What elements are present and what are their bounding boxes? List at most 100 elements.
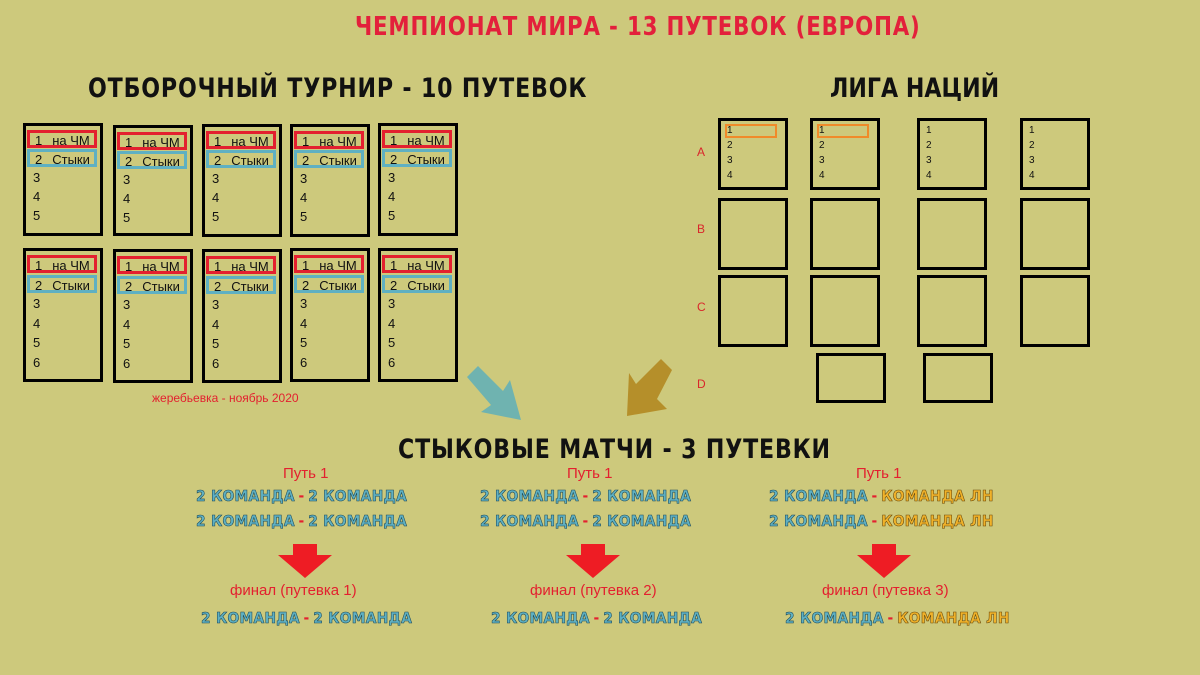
playoff-label: Стыки — [407, 277, 445, 293]
position-number: 5 — [33, 208, 41, 223]
position-number: 3 — [926, 155, 932, 166]
nations-league-group-box — [1020, 198, 1090, 270]
match-line: 2 КОМАНДА-2 КОМАНДА — [196, 512, 408, 531]
direct-label: на ЧМ — [142, 259, 180, 274]
match-line: 2 КОМАНДА-КОМАНДА ЛН — [769, 512, 994, 531]
position-number: 3 — [212, 297, 220, 312]
position-number: 6 — [123, 355, 131, 371]
position-number: 1 — [926, 125, 932, 136]
direct-label: на ЧМ — [231, 259, 269, 274]
position-number: 2 — [302, 277, 310, 293]
position-number: 1 — [302, 258, 310, 273]
nations-league-group-box — [917, 275, 987, 347]
away-team: 2 КОМАНДА — [592, 487, 692, 506]
match-line: 2 КОМАНДА-2 КОМАНДА — [196, 487, 407, 506]
group-winner-slot — [817, 124, 869, 138]
position-number: 1 — [302, 134, 310, 149]
match-line: 2 КОМАНДА-КОМАНДА ЛН — [769, 487, 994, 506]
match-separator: - — [582, 512, 589, 530]
position-number: 5 — [388, 335, 396, 350]
direct-label: на ЧМ — [319, 258, 357, 273]
match-line: 2 КОМАНДА-КОМАНДА ЛН — [785, 609, 1010, 628]
position-number: 4 — [300, 315, 308, 331]
position-number: 4 — [33, 315, 41, 331]
away-team: КОМАНДА ЛН — [897, 609, 1010, 628]
position-number: 3 — [1029, 155, 1035, 166]
direct-label: на ЧМ — [407, 258, 445, 273]
position-number: 6 — [212, 355, 220, 371]
position-number: 5 — [123, 210, 131, 225]
teal-arrow-icon — [467, 366, 521, 420]
position-number: 3 — [819, 155, 825, 166]
position-number: 2 — [819, 140, 825, 151]
draw-note: жеребьевка - ноябрь 2020 — [152, 391, 299, 405]
position-number: 2 — [302, 153, 310, 168]
position-number: 2 — [35, 152, 43, 167]
position-number: 5 — [300, 335, 308, 350]
playoff-slot: 2 Стыки — [294, 150, 364, 168]
position-number: 3 — [123, 172, 131, 187]
home-team: 2 КОМАНДА — [769, 512, 868, 531]
nations-league-group-box — [1020, 275, 1090, 347]
position-number: 5 — [300, 209, 308, 224]
position-number: 6 — [33, 354, 41, 370]
position-number: 1 — [125, 135, 133, 150]
match-separator: - — [871, 512, 878, 530]
match-separator: - — [298, 487, 305, 505]
position-number: 2 — [35, 277, 43, 293]
playoff-slot: 2 Стыки — [294, 274, 364, 293]
nations-league-group-box — [718, 198, 788, 270]
position-number: 4 — [123, 316, 131, 332]
league-label: C — [697, 300, 706, 314]
match-line: 2 КОМАНДА-2 КОМАНДА — [480, 487, 692, 506]
playoff-label: Стыки — [319, 277, 357, 293]
nations-league-group-box — [816, 353, 886, 403]
away-team: 2 КОМАНДА — [603, 609, 703, 628]
away-team: 2 КОМАНДА — [313, 609, 413, 628]
home-team: 2 КОМАНДА — [769, 487, 868, 506]
position-number: 4 — [926, 170, 932, 181]
position-number: 1 — [390, 258, 398, 273]
position-number: 2 — [390, 277, 398, 293]
position-number: 1 — [390, 133, 398, 148]
position-number: 1 — [727, 125, 733, 136]
position-number: 1 — [35, 133, 43, 148]
playoff-label: Стыки — [319, 153, 357, 168]
home-team: 2 КОМАНДА — [785, 609, 884, 628]
nations-league-title: ЛИГА НАЦИЙ — [830, 73, 1000, 104]
position-number: 1 — [125, 259, 133, 274]
playoff-slot: 2 Стыки — [382, 274, 452, 293]
final-label: финал (путевка 2) — [530, 582, 657, 599]
home-team: 2 КОМАНДА — [201, 609, 300, 628]
position-number: 3 — [123, 297, 131, 312]
gold-arrow-icon — [627, 359, 672, 416]
nations-league-group-box — [923, 353, 993, 403]
position-number: 3 — [33, 170, 41, 185]
home-team: 2 КОМАНДА — [196, 512, 295, 531]
position-number: 4 — [388, 315, 396, 331]
position-number: 1 — [1029, 125, 1035, 136]
final-label: финал (путевка 1) — [230, 582, 357, 599]
position-number: 1 — [35, 258, 43, 273]
position-number: 5 — [33, 335, 41, 350]
position-number: 5 — [212, 336, 220, 351]
away-team: 2 КОМАНДА — [308, 512, 408, 531]
position-number: 1 — [214, 134, 222, 149]
position-number: 3 — [388, 296, 396, 311]
direct-label: на ЧМ — [407, 133, 445, 148]
league-label: B — [697, 222, 706, 236]
playoff-label: Стыки — [52, 277, 90, 293]
position-number: 4 — [300, 190, 308, 205]
